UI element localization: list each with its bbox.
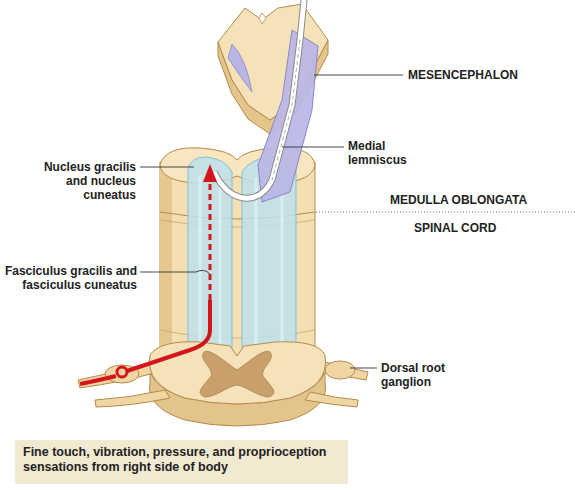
gray-matter <box>200 351 274 397</box>
part-label: Medial lemniscus <box>348 139 420 167</box>
first-order-fiber <box>80 376 116 384</box>
fiber-dash <box>272 40 300 180</box>
part-label: MEDULLA OBLONGATA <box>390 193 575 207</box>
cerebral-aqueduct <box>259 13 266 24</box>
leader-line <box>140 167 194 168</box>
arrow-head <box>203 164 217 182</box>
first-order-fiber <box>127 300 210 371</box>
cord-section-top <box>149 342 325 404</box>
substantia-nigra <box>228 44 252 92</box>
part-label: Nucleus gracilis and nucleus cuneatus <box>20 160 136 202</box>
part-label: SPINAL CORD <box>414 221 544 235</box>
cord-shade <box>160 162 172 368</box>
leader-line <box>140 270 210 274</box>
ascending-fiber <box>209 182 212 300</box>
second-order-fiber <box>214 0 304 198</box>
leader-line <box>314 75 403 76</box>
caption-text: Fine touch, vibration, pressure, and pro… <box>23 445 340 475</box>
leader-line <box>350 368 377 369</box>
fiber-outline <box>214 0 304 198</box>
ventral-root <box>305 392 358 407</box>
ventral-root <box>95 390 170 407</box>
column-highlight <box>200 175 282 354</box>
part-label: Dorsal root ganglion <box>381 361 477 389</box>
level-divider <box>316 212 575 213</box>
neuron-cell-body <box>117 367 127 377</box>
dorsal-root-ganglion <box>325 361 355 379</box>
leader-line <box>282 147 344 148</box>
part-label: MESENCEPHALON <box>408 68 568 82</box>
part-label: Fasciculus gracilis and fasciculus cunea… <box>4 264 137 292</box>
caption-box: Fine touch, vibration, pressure, and pro… <box>15 440 348 484</box>
